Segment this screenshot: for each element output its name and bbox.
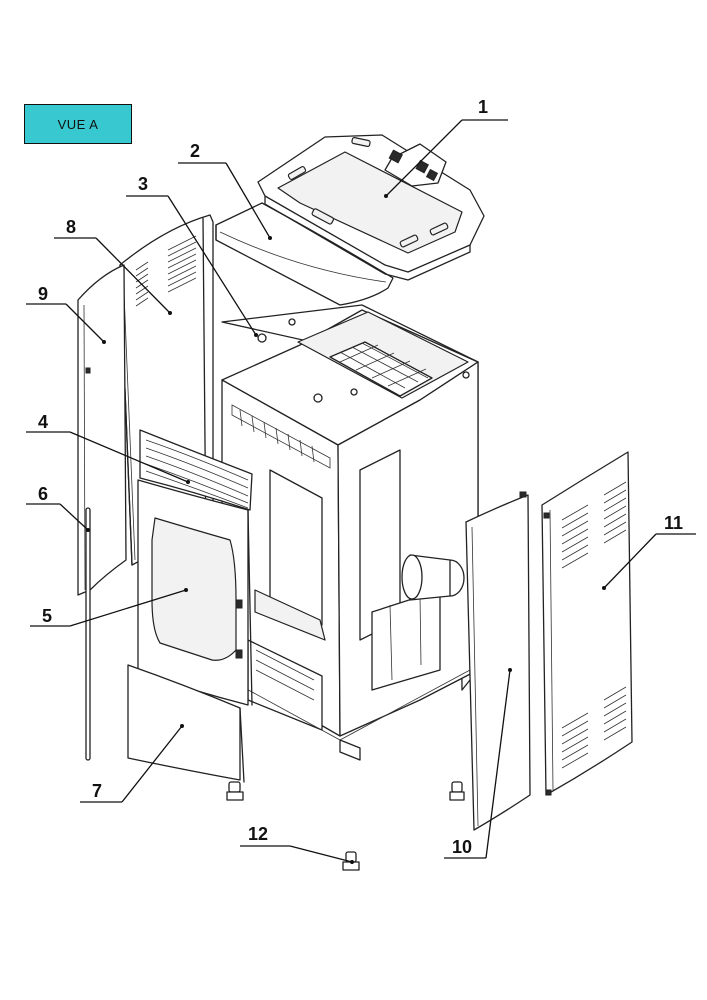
svg-text:12: 12 [248, 824, 268, 844]
callout-12: 12 [240, 824, 354, 864]
part-lower-front-panel [127, 664, 245, 801]
svg-text:7: 7 [92, 781, 102, 801]
stove-body [221, 304, 479, 761]
svg-text:9: 9 [38, 284, 48, 304]
part-left-front-strip [77, 264, 127, 596]
part-right-side-panel [541, 451, 633, 796]
stove-foot-right [449, 781, 465, 801]
callout-10: 10 [444, 668, 512, 859]
svg-text:2: 2 [190, 141, 200, 161]
svg-text:1: 1 [478, 97, 488, 117]
callout-5: 5 [30, 588, 188, 627]
callout-6: 6 [26, 484, 90, 532]
svg-text:4: 4 [38, 412, 48, 432]
svg-text:11: 11 [664, 513, 683, 533]
part-door-grille [139, 429, 253, 511]
callout-3: 3 [126, 174, 258, 337]
callout-1: 1 [384, 97, 508, 198]
svg-text:5: 5 [42, 606, 52, 626]
callout-11: 11 [602, 513, 696, 590]
part-right-front-strip [465, 491, 531, 831]
svg-text:8: 8 [66, 217, 76, 237]
callout-2: 2 [178, 141, 272, 240]
callout-7: 7 [80, 724, 184, 803]
callout-8: 8 [54, 217, 172, 315]
callout-9: 9 [26, 284, 106, 344]
svg-text:10: 10 [452, 837, 472, 857]
part-rod [85, 507, 91, 761]
svg-text:6: 6 [38, 484, 48, 504]
view-badge: VUE A [24, 104, 132, 144]
part-adjustable-foot [342, 851, 360, 871]
callout-4: 4 [26, 412, 190, 484]
svg-text:3: 3 [138, 174, 148, 194]
part-top-lid [257, 134, 485, 281]
part-door [137, 479, 253, 706]
